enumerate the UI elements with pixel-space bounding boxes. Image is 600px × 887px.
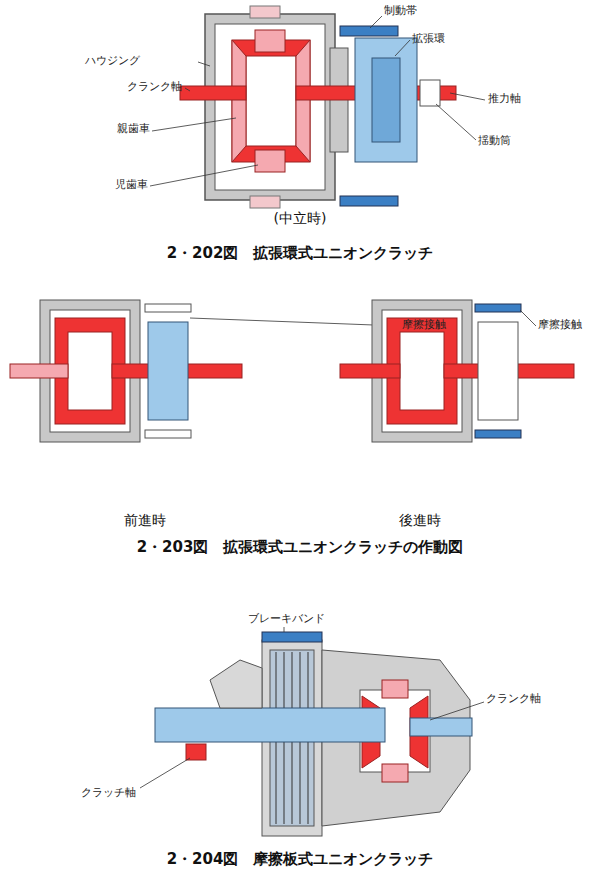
part-label: クランク軸 xyxy=(127,80,182,93)
part-label: ハウジング xyxy=(85,54,140,67)
part-label: (中立時) xyxy=(274,210,327,227)
part-label: ブレーキバンド xyxy=(248,612,325,625)
part-label: 児歯車 xyxy=(115,178,148,191)
part-label: 推力軸 xyxy=(488,92,521,105)
figure-caption: 2・203図 拡張環式ユニオンクラッチの作動図 xyxy=(137,538,464,556)
part-label: 前進時 xyxy=(124,512,166,529)
part-label: 親歯車 xyxy=(117,122,150,135)
figure-caption: 2・204図 摩擦板式ユニオンクラッチ xyxy=(167,850,434,868)
figure-caption: 2・202図 拡張環式ユニオンクラッチ xyxy=(167,244,434,262)
fig-202 xyxy=(150,6,485,208)
part-label: 揺動筒 xyxy=(478,134,511,147)
part-label: 摩擦接触 xyxy=(538,318,582,331)
part-label: クラッチ軸 xyxy=(81,786,136,799)
fig-204 xyxy=(140,627,484,836)
part-label: 制動帯 xyxy=(384,4,417,17)
part-label: クランク軸 xyxy=(486,692,541,705)
part-label: 後進時 xyxy=(399,512,441,529)
part-label: 摩擦接触 xyxy=(402,318,446,331)
fig-203-forward xyxy=(10,300,400,442)
part-label: 拡張環 xyxy=(412,32,445,45)
